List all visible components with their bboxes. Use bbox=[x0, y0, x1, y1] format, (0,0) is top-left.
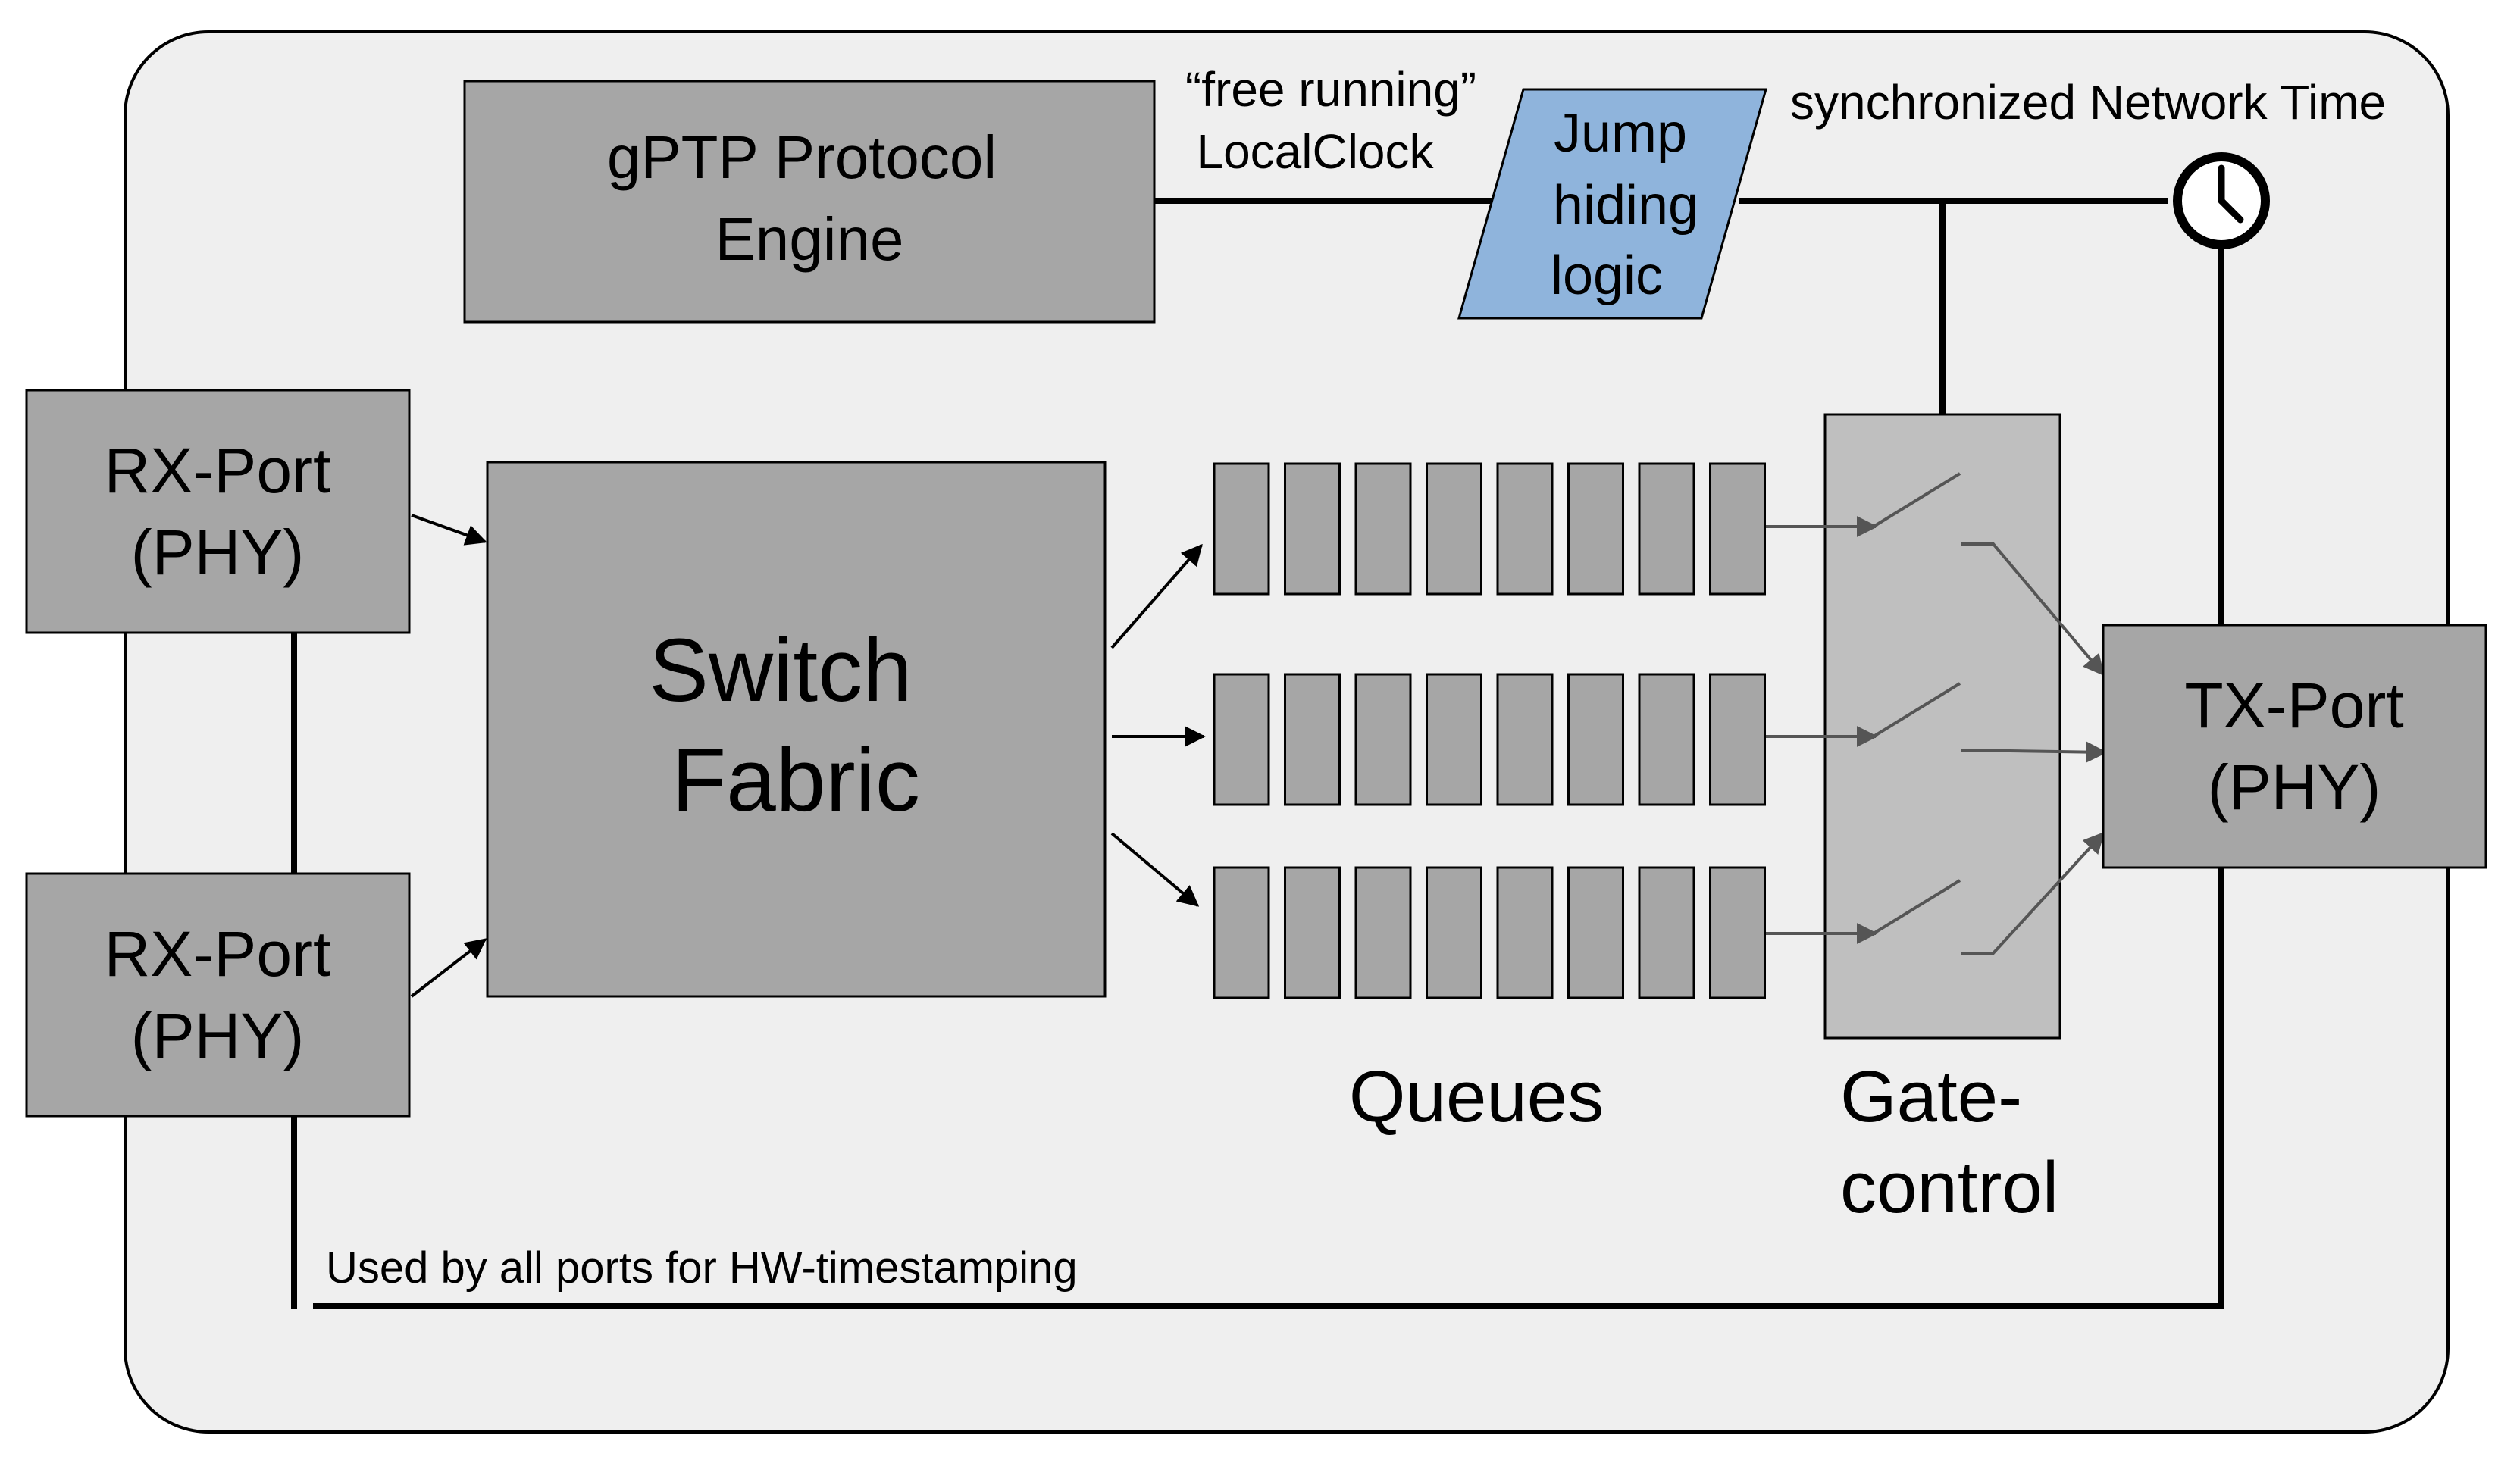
gate-switches bbox=[1766, 472, 2108, 955]
rx-port-2-line1: RX-Port bbox=[105, 918, 331, 990]
gptp-engine-line2: Engine bbox=[715, 205, 903, 273]
rx-port-2-line2: (PHY) bbox=[131, 1000, 305, 1071]
queue-cell bbox=[1638, 866, 1695, 999]
gate-control-box bbox=[1823, 413, 2061, 1040]
queue-cell bbox=[1709, 462, 1766, 596]
queue-cell bbox=[1354, 866, 1412, 999]
network-time-label: synchronized Network Time bbox=[1790, 75, 2386, 130]
queue-cell bbox=[1354, 462, 1412, 596]
fabric-to-queue-1-arrow bbox=[1110, 543, 1203, 649]
gate-control-line2: control bbox=[1840, 1147, 2058, 1228]
queue-cell bbox=[1567, 866, 1624, 999]
queue-cell bbox=[1213, 866, 1270, 999]
switch-fabric-line2: Fabric bbox=[671, 730, 920, 830]
queue-cell bbox=[1709, 673, 1766, 806]
jump-hiding-line1: Jump bbox=[1554, 103, 1687, 164]
queue-cell bbox=[1709, 866, 1766, 999]
queue-cell bbox=[1426, 866, 1482, 999]
queue-cell bbox=[1426, 462, 1482, 596]
queue-row bbox=[1213, 462, 1766, 596]
rx-port-2-box bbox=[25, 872, 411, 1118]
rx-port-1-line2: (PHY) bbox=[131, 517, 305, 588]
tx-port-line1: TX-Port bbox=[2184, 670, 2403, 741]
queue-row bbox=[1213, 673, 1766, 806]
tx-port-line2: (PHY) bbox=[2208, 752, 2381, 823]
clock-icon bbox=[2173, 152, 2270, 249]
queue-cell bbox=[1284, 462, 1341, 596]
gptp-engine-box bbox=[463, 80, 1156, 324]
rx-port-1-box bbox=[25, 389, 411, 634]
rx-port-1-line1: RX-Port bbox=[105, 435, 331, 506]
queue-cell bbox=[1496, 462, 1554, 596]
rx2-to-fabric-arrow bbox=[410, 938, 487, 998]
tx-port-box bbox=[2102, 624, 2487, 869]
queue-cell bbox=[1354, 673, 1412, 806]
jump-hiding-box bbox=[1457, 88, 1767, 320]
jump-hiding-line3: logic bbox=[1551, 245, 1663, 306]
queue-cell bbox=[1638, 673, 1695, 806]
rx1-to-fabric-arrow bbox=[411, 514, 487, 546]
timestamp-note: Used by all ports for HW-timestamping bbox=[326, 1243, 1078, 1293]
queue-cell bbox=[1567, 673, 1624, 806]
queue-cell bbox=[1213, 462, 1270, 596]
queue-cell bbox=[1284, 673, 1341, 806]
queue-cell bbox=[1567, 462, 1624, 596]
switch-fabric-box bbox=[486, 461, 1107, 998]
gptp-engine-line1: gPTP Protocol bbox=[607, 124, 997, 191]
queues-label: Queues bbox=[1349, 1056, 1604, 1137]
queue-cell bbox=[1284, 866, 1341, 999]
queues bbox=[1213, 462, 1766, 999]
queue-row bbox=[1213, 866, 1766, 999]
local-clock-label-line2: LocalClock bbox=[1196, 124, 1434, 179]
queue-cell bbox=[1496, 866, 1554, 999]
fabric-to-queue-3-arrow bbox=[1110, 832, 1200, 907]
queue-cell bbox=[1426, 673, 1482, 806]
queue-cell bbox=[1496, 673, 1554, 806]
queue-cell bbox=[1638, 462, 1695, 596]
queue-cell bbox=[1213, 673, 1270, 806]
gate-control-line1: Gate- bbox=[1840, 1056, 2022, 1137]
jump-hiding-line2: hiding bbox=[1553, 175, 1698, 236]
local-clock-label-line1: “free running” bbox=[1185, 62, 1476, 117]
switch-fabric-line1: Switch bbox=[649, 621, 913, 721]
